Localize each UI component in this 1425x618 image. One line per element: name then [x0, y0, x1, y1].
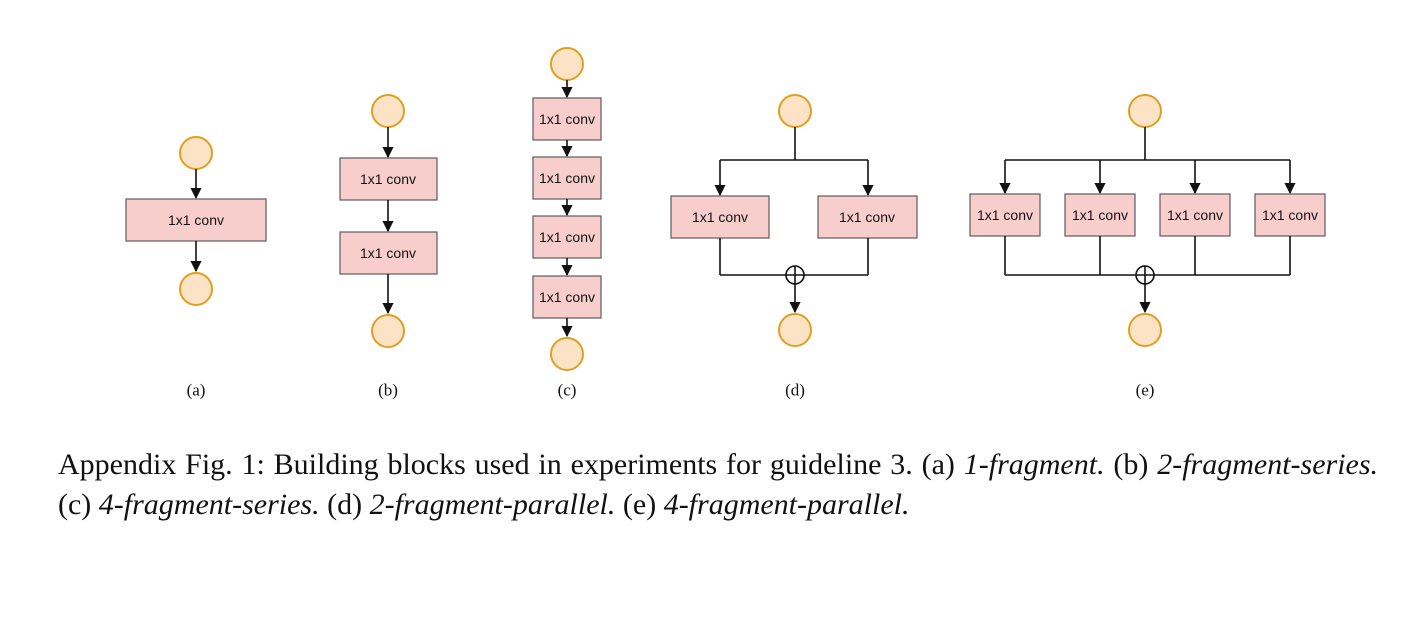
panel-e: 1x1 conv 1x1 conv 1x1 conv 1x1 conv (e) [969, 94, 1326, 400]
conv-block: 1x1 conv [1254, 193, 1326, 237]
caption-e-tag: (e) [615, 488, 664, 521]
sum-node-icon [1135, 265, 1155, 285]
panel-label: (b) [378, 381, 398, 400]
conv-label: 1x1 conv [168, 212, 224, 228]
input-node [1128, 94, 1162, 128]
conv-block: 1x1 conv [1064, 193, 1136, 237]
conv-label: 1x1 conv [360, 171, 416, 187]
caption-d-name: 2-fragment-parallel. [369, 488, 616, 521]
figure-caption: Appendix Fig. 1: Building blocks used in… [58, 445, 1378, 525]
caption-c-name: 4-fragment-series. [98, 488, 320, 521]
conv-block: 1x1 conv [817, 195, 918, 239]
conv-block: 1x1 conv [670, 195, 770, 239]
conv-block: 1x1 conv [125, 198, 267, 242]
input-node [778, 94, 812, 128]
conv-label: 1x1 conv [539, 111, 595, 127]
caption-e-name: 4-fragment-parallel. [663, 488, 910, 521]
caption-prefix: Appendix Fig. 1: Building blocks used in… [58, 448, 922, 481]
conv-label: 1x1 conv [539, 170, 595, 186]
conv-label: 1x1 conv [692, 209, 748, 225]
input-node [550, 47, 584, 81]
output-node [550, 337, 584, 371]
caption-b-tag: (b) [1104, 448, 1158, 481]
output-node [778, 313, 812, 347]
panel-d: 1x1 conv 1x1 conv (d) [670, 94, 918, 400]
conv-block: 1x1 conv [532, 275, 602, 319]
output-node [1128, 313, 1162, 347]
conv-block: 1x1 conv [339, 157, 438, 201]
conv-label: 1x1 conv [539, 229, 595, 245]
caption-b-name: 2-fragment-series. [1157, 448, 1379, 481]
building-blocks-figure: 1x1 conv (a) 1x1 conv 1x1 conv (b) 1x1 c… [125, 47, 1326, 400]
conv-label: 1x1 conv [839, 209, 895, 225]
conv-block: 1x1 conv [1159, 193, 1231, 237]
panel-a: 1x1 conv (a) [125, 136, 267, 400]
conv-block: 1x1 conv [339, 231, 438, 275]
input-node [179, 136, 213, 170]
panel-b: 1x1 conv 1x1 conv (b) [339, 94, 438, 400]
conv-label: 1x1 conv [1167, 207, 1223, 223]
panel-label: (a) [187, 381, 206, 400]
conv-label: 1x1 conv [1072, 207, 1128, 223]
caption-a-name: 1-fragment. [963, 448, 1105, 481]
conv-label: 1x1 conv [1262, 207, 1318, 223]
panel-label: (c) [558, 381, 577, 400]
panel-label: (d) [785, 381, 805, 400]
caption-d-tag: (d) [319, 488, 370, 521]
conv-block: 1x1 conv [532, 156, 602, 200]
conv-block: 1x1 conv [532, 215, 602, 259]
conv-label: 1x1 conv [977, 207, 1033, 223]
conv-block: 1x1 conv [969, 193, 1041, 237]
output-node [371, 314, 405, 348]
conv-block: 1x1 conv [532, 97, 602, 141]
conv-label: 1x1 conv [360, 245, 416, 261]
output-node [179, 272, 213, 306]
sum-node-icon [785, 265, 805, 285]
caption-a-tag: (a) [921, 448, 964, 481]
caption-c-tag: (c) [58, 488, 99, 521]
conv-label: 1x1 conv [539, 289, 595, 305]
input-node [371, 94, 405, 128]
panel-label: (e) [1136, 381, 1155, 400]
panel-c: 1x1 conv 1x1 conv 1x1 conv 1x1 conv (c) [532, 47, 602, 400]
